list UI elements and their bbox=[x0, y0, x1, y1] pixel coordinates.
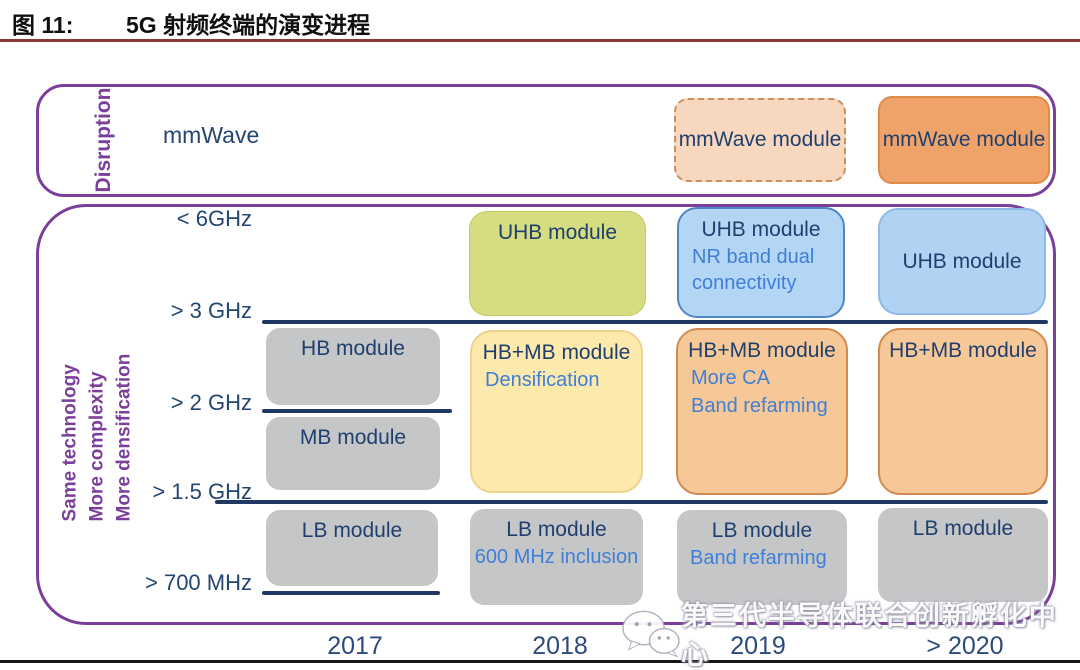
module-subtitle: 600 MHz inclusion bbox=[474, 546, 639, 568]
module-subtitle: NR band dual connectivity bbox=[692, 246, 815, 294]
freq-label-3ghz: > 3 GHz bbox=[170, 298, 252, 323]
module-title: UHB module bbox=[497, 221, 618, 244]
side-label-same-technology: Same technology bbox=[59, 364, 81, 522]
module-title: LB module bbox=[301, 519, 403, 542]
freq-label-1-5ghz: > 1.5 GHz bbox=[152, 479, 252, 504]
freq-divider-1-5ghz bbox=[215, 500, 1048, 504]
watermark: 第三代半导体联合创新孵化中心 bbox=[620, 594, 1080, 670]
module-mmwave-2019: mmWave module bbox=[674, 98, 846, 182]
module-title: LB module bbox=[506, 518, 607, 541]
module-subtitle-2: Band refarming bbox=[691, 395, 828, 417]
module-title: UHB module bbox=[902, 249, 1022, 273]
module-uhb-2019: UHB module NR band dual connectivity bbox=[677, 207, 845, 318]
figure-title: 5G 射频终端的演变进程 bbox=[126, 12, 371, 38]
module-title: mmWave module bbox=[678, 128, 842, 151]
year-label-2017: 2017 bbox=[327, 632, 383, 660]
module-subtitle: Densification bbox=[485, 369, 600, 391]
year-label-2020: > 2020 bbox=[926, 632, 1004, 660]
module-subtitle: More CA bbox=[691, 367, 770, 389]
module-uhb-2018: UHB module bbox=[469, 211, 646, 316]
module-title: HB+MB module bbox=[482, 341, 631, 364]
module-lb-2018: LB module 600 MHz inclusion bbox=[470, 509, 643, 605]
year-label-2018: 2018 bbox=[532, 632, 588, 660]
module-title: HB+MB module bbox=[889, 339, 1037, 362]
module-lb-2020: LB module bbox=[878, 508, 1048, 602]
title-rule bbox=[0, 39, 1080, 42]
mmwave-row-label: mmWave bbox=[163, 122, 260, 148]
wechat-icon bbox=[622, 610, 680, 658]
module-subtitle: Band refarming bbox=[690, 547, 827, 569]
freq-label-6ghz: < 6GHz bbox=[176, 206, 252, 231]
figure-number-label: 图 11: bbox=[12, 12, 74, 38]
module-mmwave-2020: mmWave module bbox=[878, 96, 1050, 184]
module-hbmb-2019: HB+MB module More CA Band refarming bbox=[676, 328, 848, 495]
module-uhb-2020: UHB module bbox=[878, 208, 1046, 315]
module-hb-2017: HB module bbox=[266, 328, 440, 405]
sub6-band-outline bbox=[36, 204, 1056, 625]
module-title: LB module bbox=[711, 519, 813, 542]
module-title: UHB module bbox=[701, 218, 821, 241]
disruption-band-outline bbox=[36, 84, 1056, 197]
disruption-side-label: Disruption bbox=[92, 87, 115, 193]
freq-divider-3ghz bbox=[262, 320, 1048, 324]
module-title: HB module bbox=[301, 337, 405, 360]
module-hbmb-2020: HB+MB module bbox=[878, 328, 1048, 495]
module-title: LB module bbox=[912, 517, 1014, 540]
bottom-rule bbox=[0, 660, 1080, 663]
module-hbmb-2018: HB+MB module Densification bbox=[470, 330, 643, 493]
module-lb-2019: LB module Band refarming bbox=[677, 510, 847, 605]
module-mb-2017: MB module bbox=[266, 417, 440, 490]
module-lb-2017: LB module bbox=[266, 510, 438, 586]
freq-label-700mhz: > 700 MHz bbox=[145, 570, 252, 595]
year-label-2019: 2019 bbox=[730, 632, 786, 660]
module-title: HB+MB module bbox=[688, 339, 836, 362]
module-title: mmWave module bbox=[882, 128, 1046, 151]
freq-label-2ghz: > 2 GHz bbox=[170, 390, 252, 415]
watermark-text: 第三代半导体联合创新孵化中心 bbox=[680, 601, 1058, 670]
freq-divider-2ghz bbox=[262, 409, 452, 413]
freq-divider-700mhz bbox=[262, 591, 440, 595]
module-title: MB module bbox=[299, 426, 407, 449]
